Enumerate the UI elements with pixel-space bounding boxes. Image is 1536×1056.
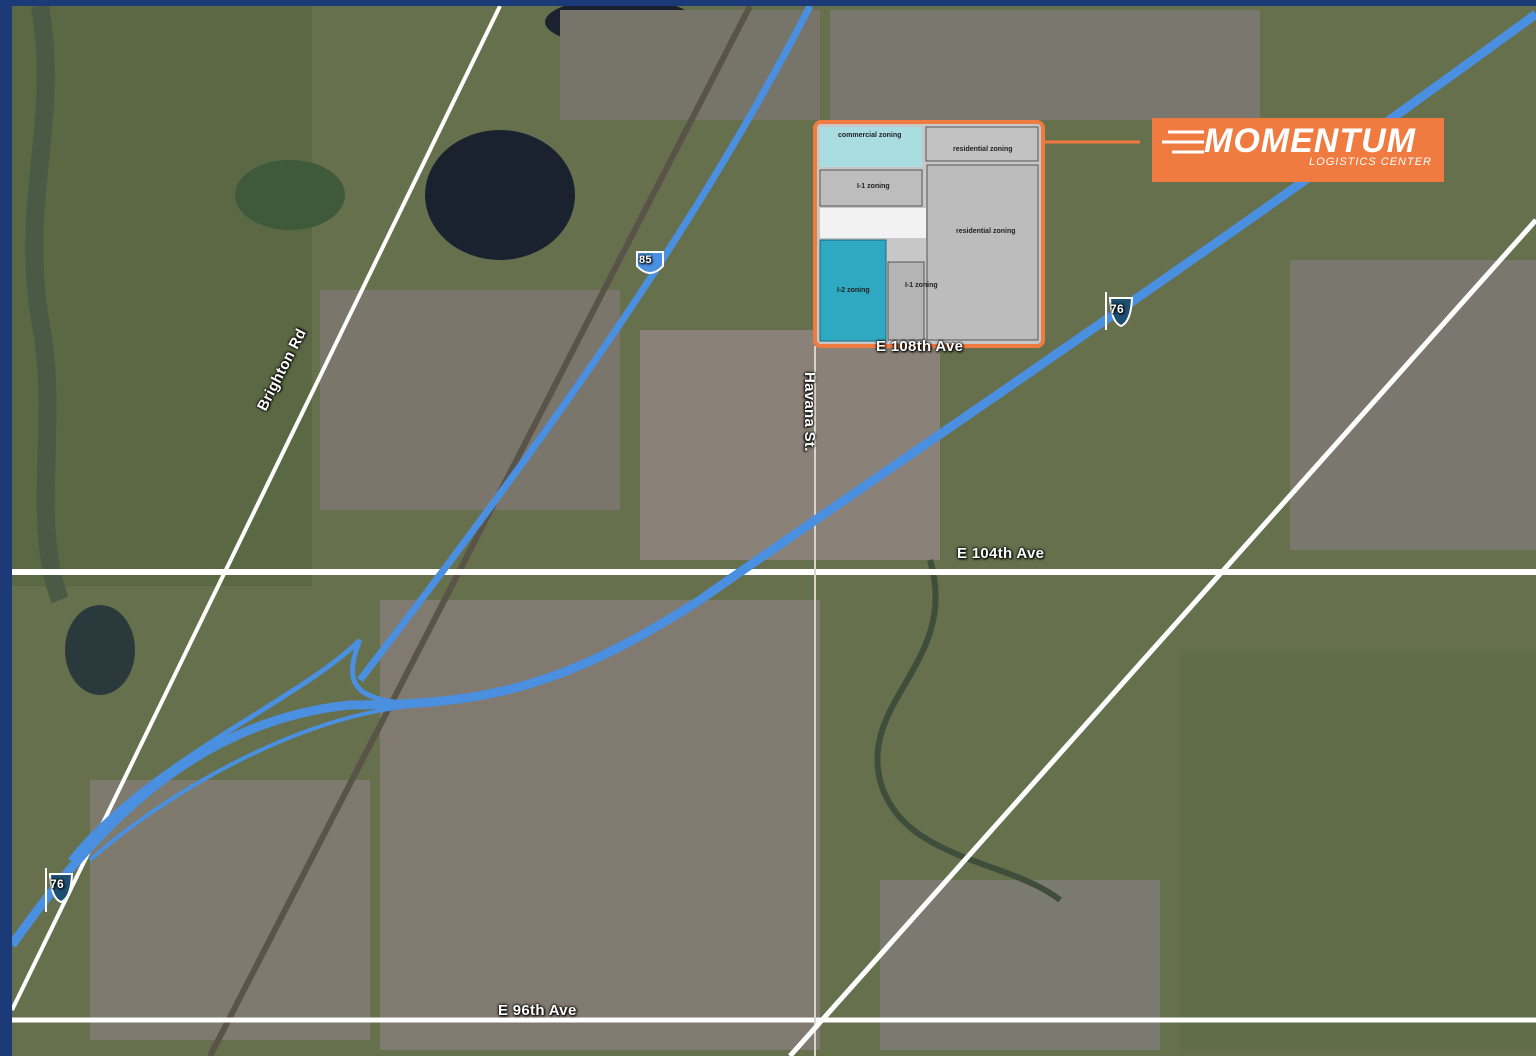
i76-north-shield-number: 76 (1110, 302, 1124, 316)
residential-area-east (1290, 260, 1536, 550)
residential-area-northeast (830, 10, 1260, 120)
e104-avenue-label: E 104th Ave (957, 545, 1045, 562)
brand-tagline: LOGISTICS CENTER (1309, 156, 1432, 168)
e96-avenue-label: E 96th Ave (498, 1002, 577, 1019)
rail-yard (90, 780, 370, 1040)
momentum-logo-box: MOMENTUM LOGISTICS CENTER (1152, 118, 1444, 182)
interchange-ramp-2 (68, 638, 362, 862)
havana-street-label: Havana St. (801, 372, 818, 452)
brand-name: MOMENTUM (1204, 122, 1416, 160)
us85-highway (357, 6, 814, 683)
e108-avenue-label: E 108th Ave (876, 338, 964, 355)
industrial-area-south (380, 600, 820, 1050)
commercial-parcel (820, 127, 922, 167)
i76-south-shield-number: 76 (50, 877, 64, 891)
commercial-zone-label: commercial zoning (838, 132, 902, 139)
interchange-ramp-3 (88, 703, 421, 862)
aerial-map[interactable]: 85 76 76 Brighton Rd Havana St. E 108th … (12, 6, 1536, 1056)
speed-lines-icon (1162, 130, 1204, 154)
residential-zone-label-main: residential zoning (956, 228, 1016, 235)
pond-west (65, 605, 135, 695)
diagonal-road (788, 218, 1536, 1056)
railroad (207, 6, 753, 1056)
reservoir (425, 130, 575, 260)
i2-zone-label: I-2 zoning (837, 287, 870, 294)
river (25, 6, 69, 604)
residential-parcel-main (926, 164, 1039, 341)
i76-shield-icon-north (1105, 292, 1134, 330)
open-field-east (1180, 650, 1536, 1050)
pond (235, 160, 345, 230)
residential-area-west (320, 290, 620, 510)
i1-zone-label-small: I-1 zoning (905, 282, 938, 289)
us85-shield-number: 85 (639, 254, 652, 266)
residential-zone-label-top: residential zoning (953, 146, 1013, 153)
riverbank-terrain (12, 6, 312, 586)
lots-parcel (820, 208, 926, 238)
i2-parcel (819, 239, 887, 342)
residential-parcel-top (925, 126, 1039, 162)
industrial-area-central (640, 330, 940, 560)
interchange-ramp-1 (350, 639, 421, 708)
creek (874, 559, 1062, 903)
i1-parcel-small (887, 261, 925, 341)
i1-zone-label-top: I-1 zoning (857, 183, 890, 190)
i76-shield-icon-south (45, 868, 74, 912)
i76-highway (12, 10, 1536, 948)
i1-parcel-top (819, 169, 923, 207)
us85-shield-icon (636, 251, 664, 274)
